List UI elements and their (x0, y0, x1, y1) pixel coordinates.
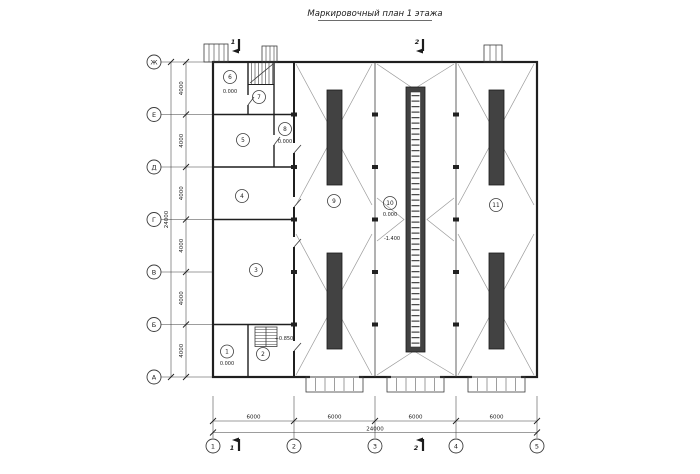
axis-col-1: 1 (211, 442, 215, 450)
entry-steps-top-left (203, 43, 229, 63)
dim-left-2: 4000 (179, 186, 185, 200)
left-dimension-chain: 4000 4000 4000 4000 4000 4000 24000 (161, 58, 212, 381)
porch-top-middle (261, 45, 278, 63)
section-1-bottom: 1 (230, 444, 235, 452)
section-2-bottom: 2 (414, 444, 419, 452)
level-room6: 0.000 (223, 89, 237, 95)
axis-col-4: 4 (454, 442, 458, 450)
room-9: 9 (332, 199, 336, 205)
dim-left-1: 4000 (179, 133, 185, 147)
section-marks: 1 1 2 2 (230, 38, 425, 452)
axis-col-3: 3 (373, 442, 377, 450)
roof-shaft-top-right (483, 44, 503, 63)
dim-left-3: 4000 (179, 238, 185, 252)
section-1-top: 1 (231, 38, 236, 46)
level-pit: -1.400 (384, 236, 400, 242)
level-room2: +0.850 (275, 336, 294, 342)
axis-row-b: Б (152, 321, 156, 329)
dim-left-total: 24000 (164, 210, 170, 228)
door-openings (246, 95, 302, 352)
room-4: 4 (240, 194, 244, 200)
room-7: 7 (257, 95, 261, 101)
dim-bottom-2: 6000 (409, 415, 423, 421)
room-1: 1 (225, 350, 229, 356)
room-6: 6 (228, 75, 232, 81)
column-marks (291, 112, 459, 327)
elevation-labels: 0.000 0.000 0.000 +0.850 0.000 -1.400 (220, 89, 400, 367)
room-2: 2 (261, 352, 265, 358)
level-room8: 0.000 (278, 139, 292, 145)
axis-row-d: Д (151, 163, 156, 171)
axis-row-v: В (152, 268, 156, 276)
room-8: 8 (283, 127, 287, 133)
col-axis-markers: 1 2 3 4 5 (205, 438, 545, 454)
drawing-title: Маркировочный план 1 этажа (307, 9, 442, 19)
room-3: 3 (254, 268, 258, 274)
axis-row-a: А (152, 373, 157, 381)
stair-top-interior (249, 63, 274, 84)
room-markers: 1 2 3 4 5 6 7 8 9 10 11 (220, 70, 503, 361)
dim-bottom-3: 6000 (490, 415, 504, 421)
dim-bottom-total: 24000 (366, 426, 384, 432)
level-room1: 0.000 (220, 361, 234, 367)
room-10: 10 (386, 201, 394, 207)
axis-col-2: 2 (292, 442, 296, 450)
axis-row-zh: Ж (150, 58, 157, 66)
row-axis-markers: Ж Е Д Г В Б А (146, 54, 162, 385)
gate-aprons (305, 374, 526, 393)
section-2-top: 2 (415, 38, 420, 46)
stair-bottom-interior (254, 326, 278, 347)
dim-bottom-1: 6000 (328, 415, 342, 421)
room-11: 11 (492, 203, 500, 209)
dim-left-5: 4000 (179, 343, 185, 357)
bottom-dimension-chain: 6000 6000 6000 6000 24000 (209, 396, 541, 438)
inspection-pits (326, 86, 505, 353)
axis-col-5: 5 (535, 442, 539, 450)
axis-row-e: Е (152, 111, 156, 119)
dim-left-4: 4000 (179, 291, 185, 305)
room-5: 5 (241, 138, 245, 144)
axis-row-g: Г (152, 216, 156, 224)
level-room10: 0.000 (383, 212, 397, 218)
dim-left-0: 4000 (179, 81, 185, 95)
dim-bottom-0: 6000 (247, 415, 261, 421)
